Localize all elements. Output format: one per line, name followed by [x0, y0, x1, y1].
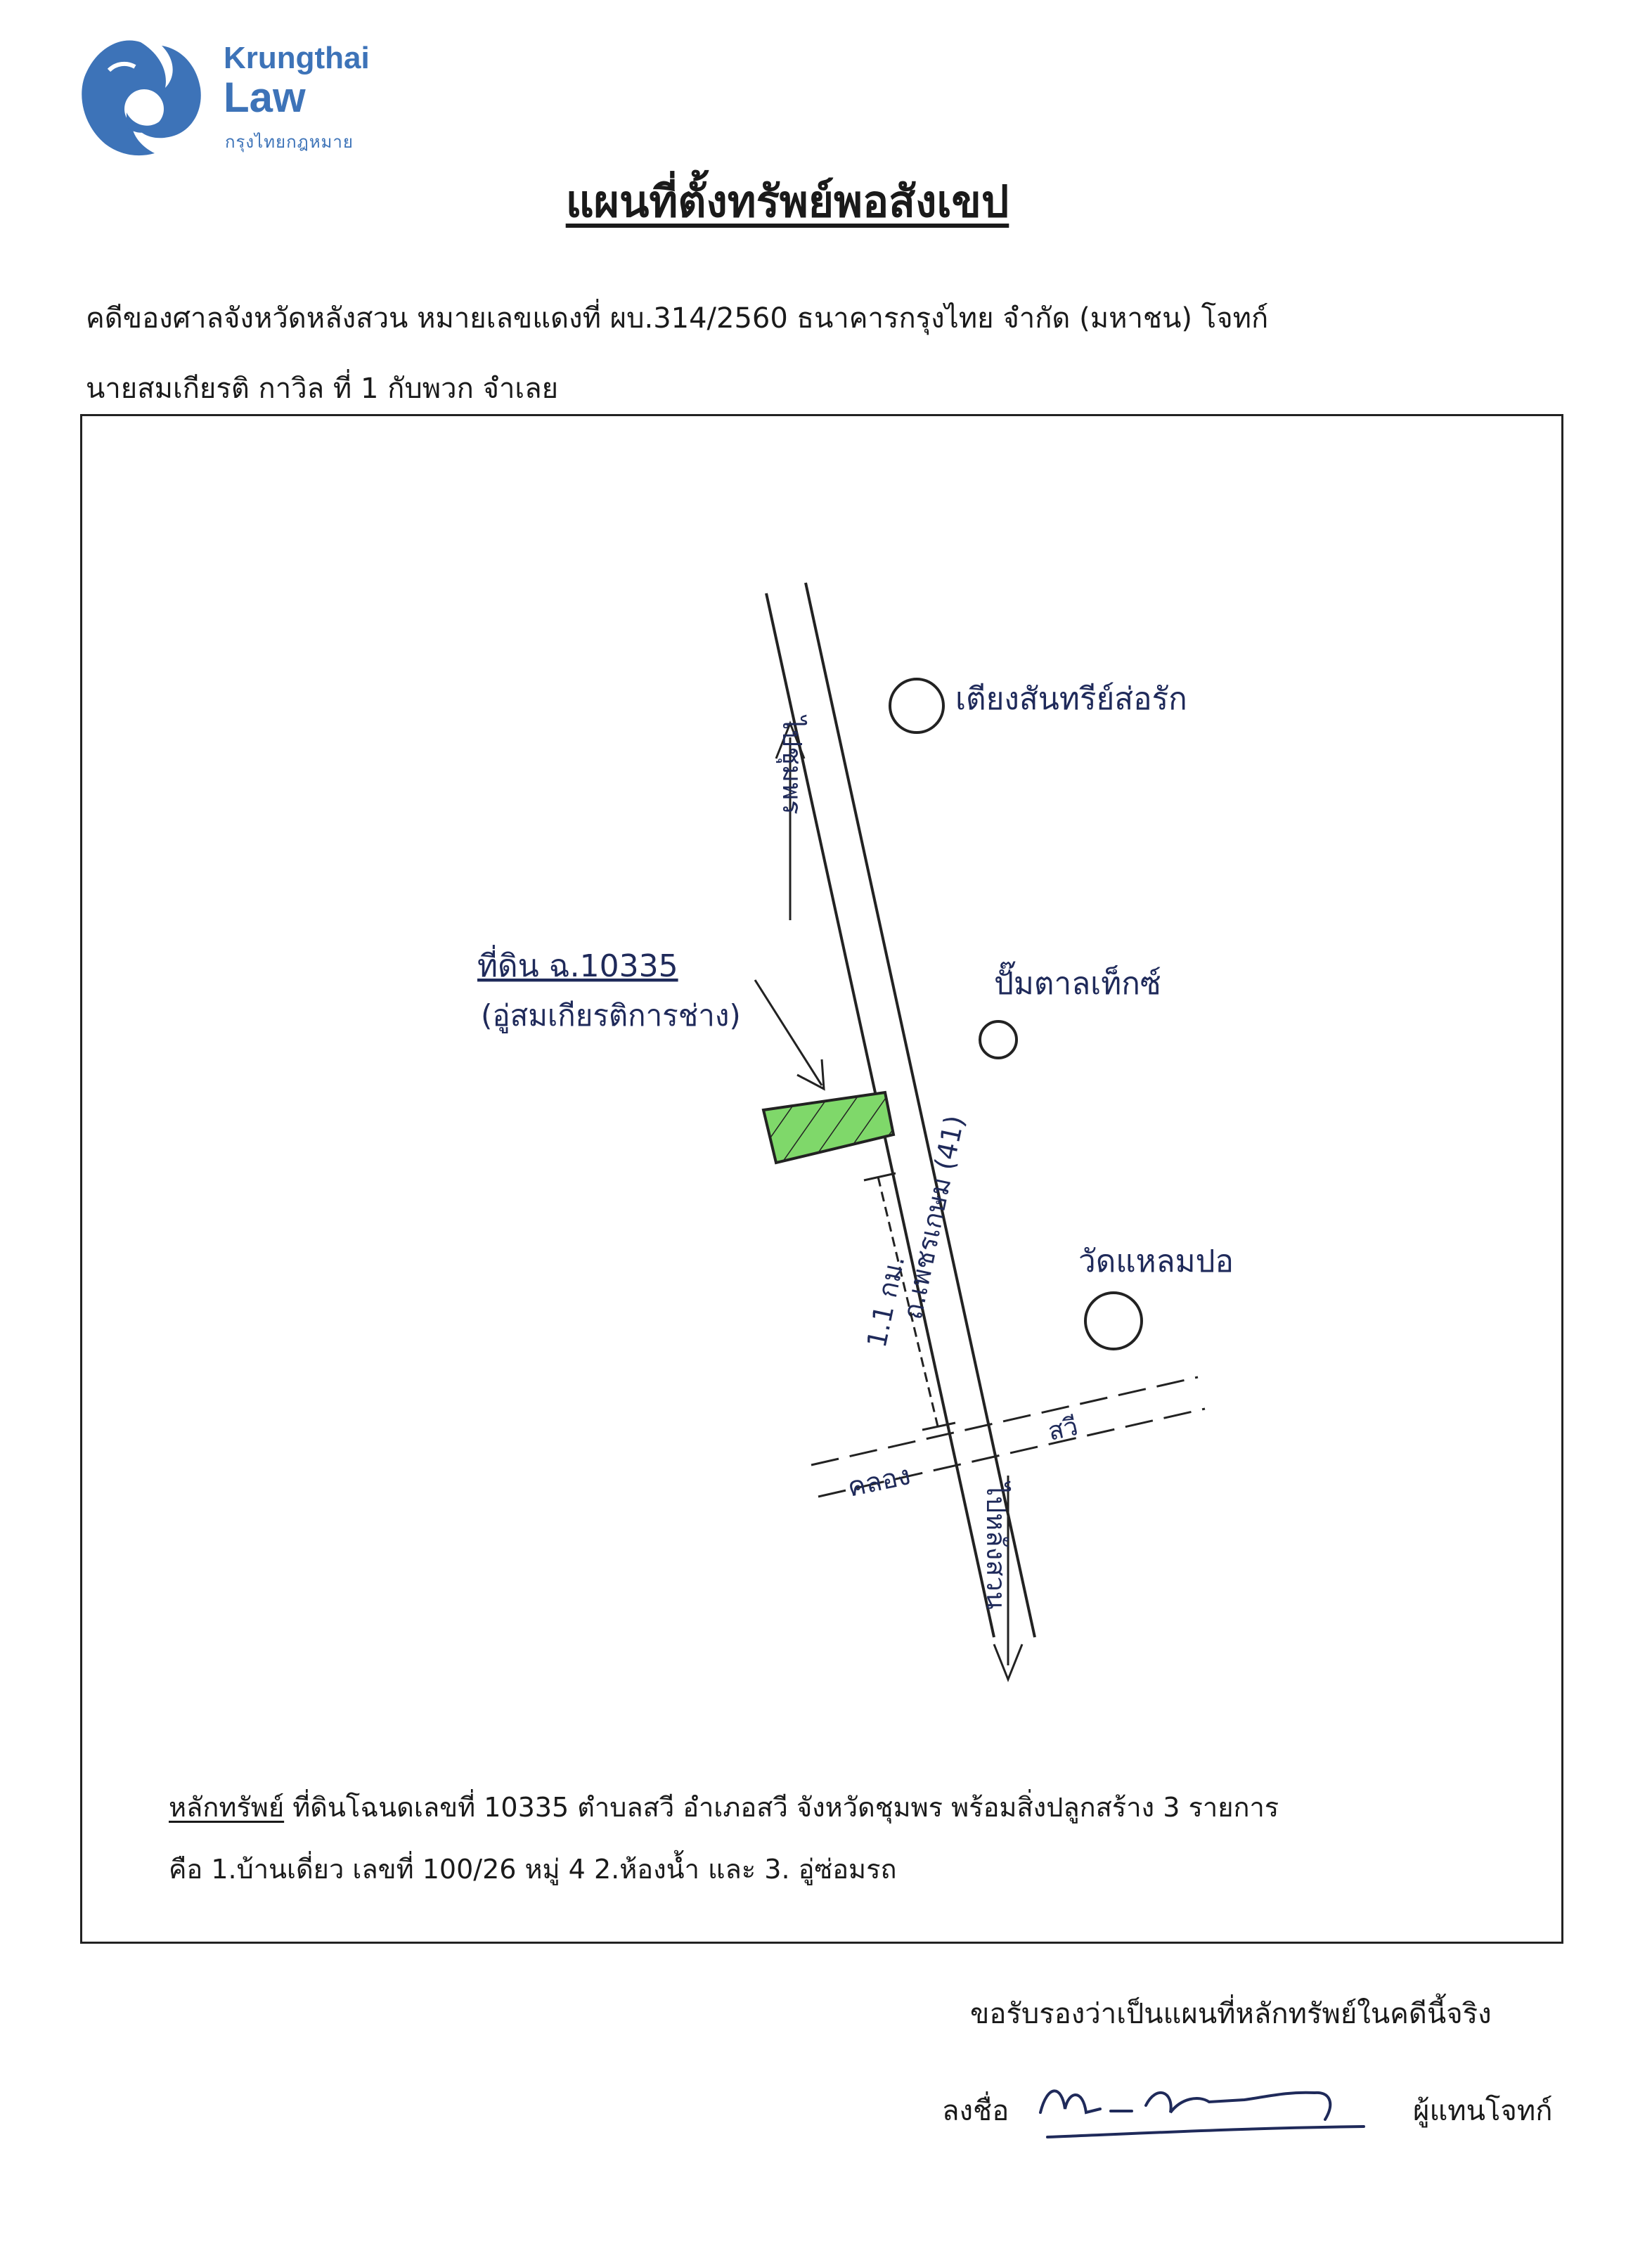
parcel-hatching: [763, 1092, 893, 1163]
certification-text: ขอรับรองว่าเป็นแผนที่หลักทรัพย์ในคดีนี้จ…: [970, 1998, 1492, 2030]
asset-line-2: คือ 1.บ้านเดี่ยว เลขที่ 100/26 หมู่ 4 2.…: [169, 1854, 897, 1885]
canal-name-label: สวี: [1045, 1412, 1080, 1447]
landmark-2-label: ปั๊มตาลเท็กซ์: [994, 961, 1161, 1002]
page-title: แผนที่ตั้งทรัพย์พอสังเขป: [565, 176, 1009, 227]
landmark-3-label: วัดแหลมปอ: [1078, 1244, 1234, 1279]
landmark-1-marker: [889, 678, 945, 734]
case-line-2: นายสมเกียรติ กาวิล ที่ 1 กับพวก จำเลย: [86, 373, 559, 405]
asset-label: หลักทรัพย์: [169, 1792, 285, 1823]
logo-text-krungthai: Krungthai: [224, 41, 370, 75]
location-map: ไปชุมพร ไปหลังสวน ถ.เพชรเกษม (41) เตียงส…: [477, 582, 1234, 1683]
asset-line-1-text: ที่ดินโฉนดเลขที่ 10335 ตำบลสวี อำเภอสวี …: [284, 1792, 1279, 1823]
parcel-label: ที่ดิน ฉ.10335: [477, 944, 678, 984]
parcel-pointer-head: [796, 1059, 825, 1091]
canal-line-top: [811, 1376, 1199, 1466]
handwritten-signature: [1039, 2089, 1365, 2138]
road-top-label: ไปชุมพร: [776, 714, 808, 815]
canal-label: คลอง: [845, 1459, 913, 1503]
landmark-3-marker: [1084, 1291, 1143, 1350]
representative-label: ผู้แทนโจทก์: [1413, 2095, 1553, 2127]
landmark-1-label: เตียงสันทรีย์ส่อรัก: [955, 681, 1187, 717]
logo-text-thai: กรุงไทยกฎหมาย: [225, 133, 354, 152]
sign-label: ลงชื่อ: [942, 2095, 1009, 2127]
asset-line-1: หลักทรัพย์ ที่ดินโฉนดเลขที่ 10335 ตำบลสว…: [169, 1786, 1279, 1828]
distance-tick-top: [863, 1172, 896, 1182]
road-right-edge: [804, 582, 1036, 1638]
arrow-bottom-head: [993, 1644, 1024, 1683]
parcel-sub-label: (อู่สมเกียรติการช่าง): [481, 998, 741, 1033]
arrow-top-head: [775, 720, 806, 759]
garuda-logo-icon: [82, 40, 201, 156]
logo: [70, 28, 211, 176]
canal-line-bottom: [818, 1407, 1206, 1498]
parcel-pointer-line: [754, 979, 823, 1086]
landmark-2-marker: [979, 1020, 1018, 1059]
case-line-1: คดีของศาลจังหวัดหลังสวน หมายเลขแดงที่ ผบ…: [86, 302, 1269, 335]
logo-text-law: Law: [224, 74, 306, 121]
road-bottom-label: ไปหลังสวน: [981, 1480, 1012, 1610]
map-frame: [80, 414, 1563, 1944]
distance-line: [877, 1176, 939, 1427]
distance-tick-bottom: [922, 1421, 956, 1431]
